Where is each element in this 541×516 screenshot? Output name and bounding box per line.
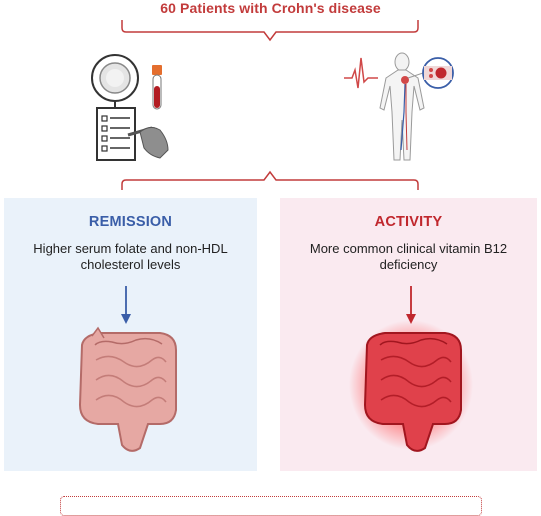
page-title: 60 Patients with Crohn's disease	[160, 0, 381, 16]
blood-vessel-icon	[422, 57, 454, 89]
down-arrow-icon	[121, 286, 131, 324]
remission-description: Higher serum folate and non-HDL choleste…	[33, 241, 228, 272]
heartbeat-icon	[344, 57, 378, 89]
blood-tube-icon	[152, 65, 162, 110]
down-arrow-icon	[406, 286, 416, 324]
plate-icon	[91, 54, 139, 102]
activity-heading: ACTIVITY	[374, 214, 443, 230]
remission-heading: REMISSION	[88, 214, 173, 230]
intestine-icon	[78, 326, 177, 452]
activity-description: More common clinical vitamin B12 deficie…	[309, 241, 508, 272]
hand-pencil-icon	[127, 126, 169, 159]
middle-brace	[121, 170, 419, 190]
bottom-summary-box	[60, 496, 482, 516]
inflamed-intestine-icon	[349, 320, 473, 452]
human-body-icon	[379, 52, 425, 161]
